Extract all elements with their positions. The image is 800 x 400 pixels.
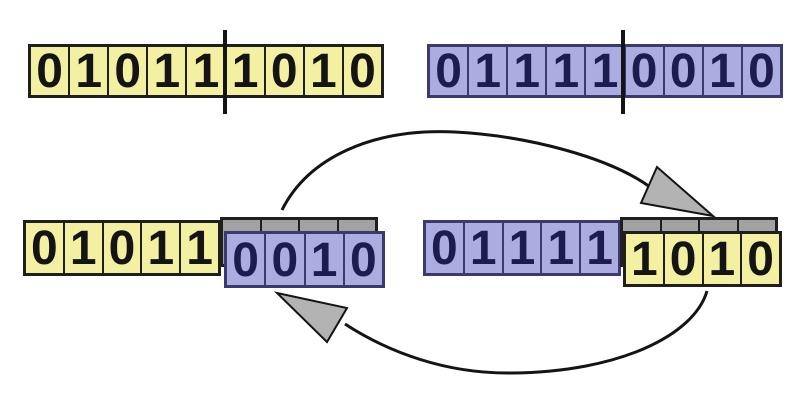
- bit-cell: 0: [741, 46, 781, 96]
- bit-cell: 1: [702, 46, 742, 96]
- parent-b-row: 0 1 1 1 1 0 0 1 0: [427, 44, 783, 98]
- bit-cell: 0: [425, 222, 464, 274]
- bit-cell: 1: [225, 46, 265, 96]
- bit-cell: 0: [741, 233, 780, 285]
- bit-cell: 0: [265, 233, 305, 286]
- bit-cell: 1: [702, 233, 742, 285]
- bit-cell: 1: [304, 233, 344, 286]
- bit-cell: 0: [226, 233, 266, 286]
- bit-cell: 0: [108, 46, 148, 96]
- bit-cell: 0: [30, 46, 70, 96]
- bit-cell: 0: [343, 233, 383, 286]
- bit-cell: 1: [546, 46, 586, 96]
- bit-cell: 1: [580, 222, 619, 274]
- bit-cell: 1: [141, 222, 181, 274]
- child-b-head-row: 0 1 1 1 1: [423, 220, 621, 276]
- bit-cell: 1: [463, 222, 503, 274]
- bit-cell: 1: [468, 46, 508, 96]
- swap-arrowhead-top-icon: [639, 165, 717, 218]
- child-a-head-row: 0 1 0 1 1: [23, 220, 221, 276]
- bit-cell: 1: [303, 46, 343, 96]
- bit-cell: 0: [342, 46, 382, 96]
- bit-cell: 1: [186, 46, 226, 96]
- bit-cell: 0: [624, 46, 664, 96]
- bit-cell: 0: [663, 233, 703, 285]
- bit-cell: 1: [541, 222, 581, 274]
- parent-a-row: 0 1 0 1 1 1 0 1 0: [28, 44, 384, 98]
- bit-cell: 1: [147, 46, 187, 96]
- swap-arrowhead-bottom-icon: [273, 291, 349, 344]
- bit-cell: 0: [25, 222, 64, 274]
- bit-cell: 1: [502, 222, 542, 274]
- swap-arrow-top: [280, 130, 651, 211]
- bit-cell: 1: [69, 46, 109, 96]
- swap-arrow-bottom: [344, 290, 709, 375]
- child-a-tail-row: 0 0 1 0: [224, 231, 385, 288]
- bit-cell: 1: [507, 46, 547, 96]
- child-b-tail-row: 1 0 1 0: [623, 231, 782, 287]
- bit-cell: 0: [663, 46, 703, 96]
- bit-cell: 0: [264, 46, 304, 96]
- bit-cell: 1: [63, 222, 103, 274]
- bit-cell: 0: [102, 222, 142, 274]
- bit-cell: 1: [625, 233, 664, 285]
- bit-cell: 1: [180, 222, 219, 274]
- bit-cell: 1: [585, 46, 625, 96]
- bit-cell: 0: [429, 46, 469, 96]
